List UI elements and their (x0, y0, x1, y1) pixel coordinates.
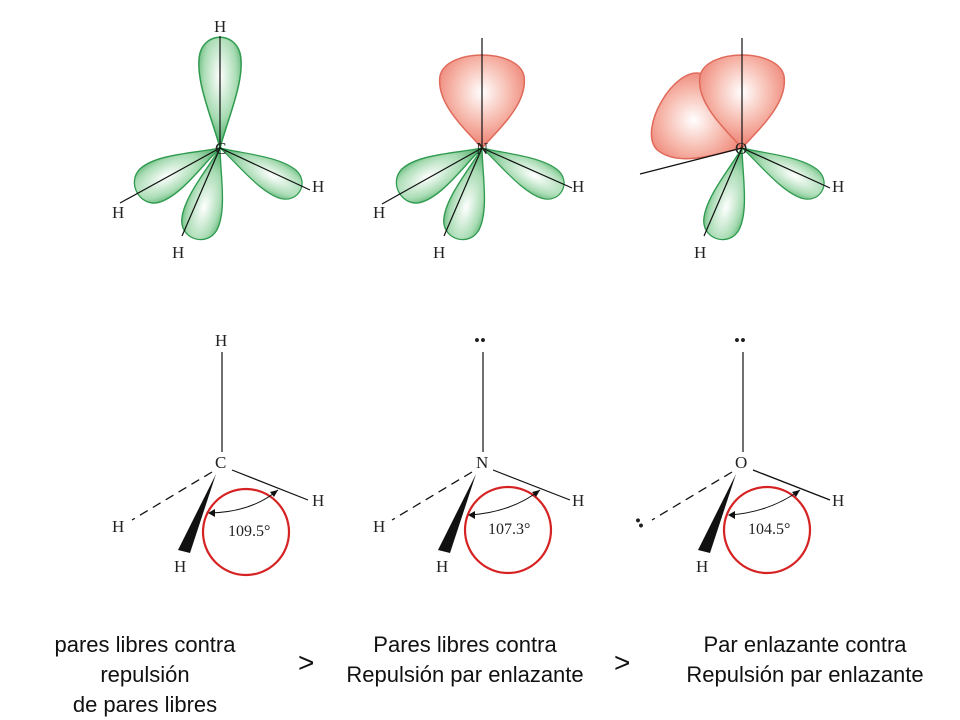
water-orbital-o: O (735, 139, 747, 158)
water-h-bottom: H (696, 557, 708, 576)
methane-structure (131, 352, 309, 577)
ammonia-orbital-h-left: H (373, 203, 385, 222)
water-bond-angle: 104.5° (748, 521, 790, 538)
ammonia-lone-pair: •• (474, 331, 486, 350)
water-structure (651, 352, 831, 575)
methane-orbital-h-top: H (214, 17, 226, 36)
methane-h-top: H (215, 331, 227, 350)
methane-orbital-h-left: H (112, 203, 124, 222)
methane-angle-circle (201, 487, 291, 577)
ammonia-orbital-n: N (476, 139, 488, 158)
water-angle-circle (722, 485, 812, 575)
methane-orbital-model (119, 36, 311, 245)
caption-left-line-2: repulsión (100, 662, 190, 687)
water-lone-pair-top: •• (734, 331, 746, 350)
methane-h-right: H (312, 491, 324, 510)
water-orbital-h-right: H (832, 177, 844, 196)
ammonia-n: N (476, 453, 488, 472)
water-o: O (735, 453, 747, 472)
caption-left-line-1: pares libres contra (54, 632, 236, 657)
caption-left-line-3: de pares libres (72, 692, 218, 717)
caption-middle-line-2: Repulsión par enlazante (346, 662, 584, 687)
water-lone-pair-left: •• (628, 513, 650, 533)
water-wedge-bond (698, 474, 736, 553)
methane-h-bottom: H (174, 557, 186, 576)
methane-orbital-h-bottom: H (172, 243, 184, 262)
ammonia-orbital-model (381, 38, 573, 245)
ammonia-orbital-h-right: H (572, 177, 584, 196)
ammonia-angle-circle (463, 485, 553, 575)
water-orbital-model (638, 38, 831, 245)
caption-right-line-2: Repulsión par enlazante (686, 662, 924, 687)
water-orbital-h-bottom: H (694, 243, 706, 262)
methane-c: C (215, 453, 226, 472)
methane-orbital-c: C (215, 139, 226, 158)
caption-right: Par enlazante contra Repulsión par enlaz… (655, 630, 955, 690)
ammonia-orbital-h-bottom: H (433, 243, 445, 262)
ammonia-h-bottom: H (436, 557, 448, 576)
caption-middle-line-1: Pares libres contra (373, 632, 557, 657)
comparison-greater-than-1: > (298, 647, 315, 678)
caption-middle: Pares libres contra Repulsión par enlaza… (315, 630, 615, 690)
ammonia-structure (391, 352, 571, 575)
methane-orbital-h-right: H (312, 177, 324, 196)
methane-bond-angle: 109.5° (228, 523, 270, 540)
water-h-right: H (832, 491, 844, 510)
methane-wedge-bond (178, 474, 216, 553)
ammonia-wedge-bond (438, 474, 476, 553)
ammonia-h-right: H (572, 491, 584, 510)
ammonia-bond-angle: 107.3° (488, 521, 530, 538)
ammonia-h-left: H (373, 517, 385, 536)
methane-h-left: H (112, 517, 124, 536)
caption-left: pares libres contra repulsión de pares l… (20, 630, 270, 720)
caption-right-line-1: Par enlazante contra (703, 632, 907, 657)
comparison-greater-than-2: > (614, 647, 631, 678)
